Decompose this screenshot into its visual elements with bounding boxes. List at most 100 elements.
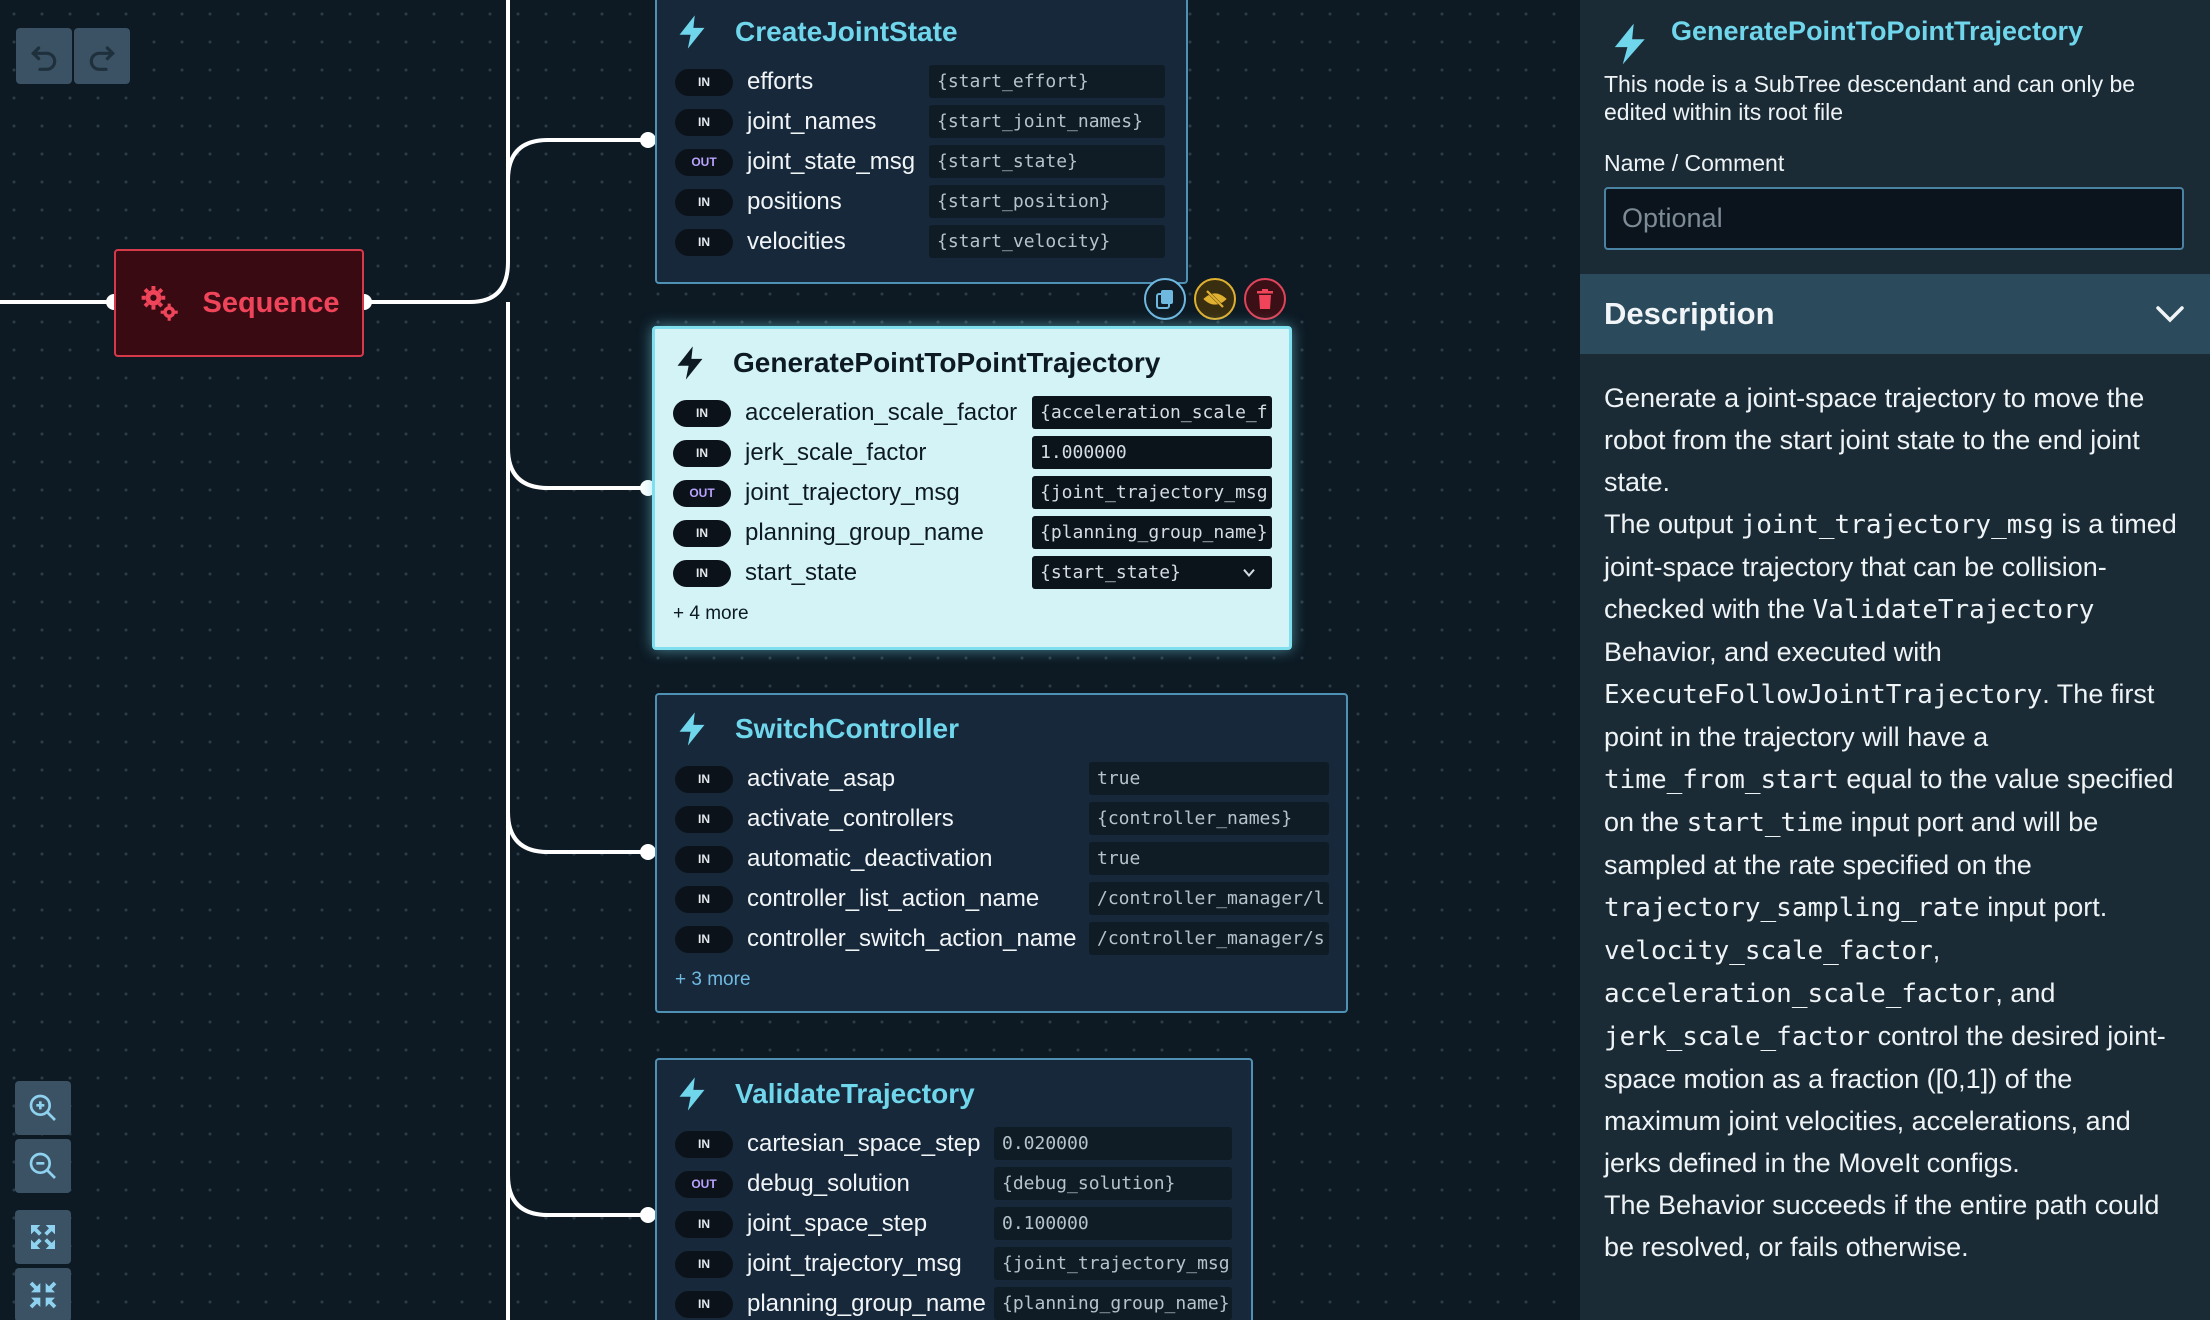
port-value-text: {start_effort} bbox=[937, 71, 1089, 92]
gears-icon bbox=[141, 285, 178, 321]
collapse-view-button[interactable] bbox=[15, 1268, 71, 1320]
port-name: velocities bbox=[747, 228, 846, 255]
port-value-field[interactable]: 0.020000 bbox=[994, 1127, 1232, 1160]
port-value-field[interactable]: {start_joint_names} bbox=[929, 105, 1165, 138]
chevron-down-icon bbox=[2156, 306, 2184, 323]
port-row: IN activate_asap true bbox=[675, 759, 1329, 799]
bolt-icon bbox=[679, 712, 705, 746]
port-value-text: {start_velocity} bbox=[937, 231, 1111, 252]
port-row: OUT joint_state_msg {start_state} bbox=[675, 142, 1168, 182]
port-direction-badge: IN bbox=[675, 885, 733, 913]
node-generate-point-to-point-trajectory[interactable]: GeneratePointToPointTrajectory IN acceler… bbox=[652, 326, 1292, 650]
description-text: input port and will be sampled at the ra… bbox=[1604, 807, 2099, 880]
port-direction-badge: IN bbox=[673, 559, 731, 587]
port-value-field[interactable]: /controller_manager/l bbox=[1089, 882, 1329, 915]
sequence-label: Sequence bbox=[202, 286, 340, 319]
port-value-field[interactable]: {start_velocity} bbox=[929, 225, 1165, 258]
undo-button[interactable] bbox=[16, 28, 72, 84]
port-name: joint_state_msg bbox=[747, 148, 916, 175]
port-value-field[interactable]: {joint_trajectory_msg bbox=[1032, 476, 1272, 509]
port-direction-badge: OUT bbox=[675, 148, 733, 176]
fit-view-button[interactable] bbox=[15, 1210, 71, 1264]
port-name: efforts bbox=[747, 68, 814, 95]
zoom-out-button[interactable] bbox=[15, 1139, 71, 1193]
redo-button[interactable] bbox=[74, 28, 130, 84]
port-value-text: {controller_names} bbox=[1097, 808, 1293, 829]
port-direction-badge: IN bbox=[675, 765, 733, 793]
port-name: activate_controllers bbox=[747, 805, 954, 832]
port-name: planning_group_name bbox=[745, 519, 984, 546]
description-toggle[interactable]: Description bbox=[1580, 274, 2210, 354]
port-value-text: 0.020000 bbox=[1002, 1133, 1089, 1154]
collapse-icon bbox=[29, 1281, 57, 1309]
name-comment-input[interactable] bbox=[1604, 187, 2184, 250]
port-value-text: /controller_manager/s bbox=[1097, 928, 1325, 949]
port-name: acceleration_scale_factor bbox=[745, 399, 1018, 426]
more-ports-link[interactable]: + 4 more bbox=[673, 603, 749, 624]
node-create-joint-state[interactable]: CreateJointState IN efforts {start_effort}… bbox=[655, 0, 1188, 284]
node-title: ValidateTrajectory bbox=[735, 1078, 975, 1109]
port-value-field[interactable]: {start_state} bbox=[929, 145, 1165, 178]
port-value-field[interactable]: 0.100000 bbox=[994, 1207, 1232, 1240]
port-value-field[interactable]: {planning_group_name} bbox=[1032, 516, 1272, 549]
subtree-note: This node is a SubTree descendant and ca… bbox=[1604, 71, 2136, 125]
port-value-field[interactable]: {acceleration_scale_f bbox=[1032, 396, 1272, 429]
node-title: CreateJointState bbox=[735, 16, 958, 47]
port-row: IN efforts {start_effort} bbox=[675, 62, 1168, 102]
duplicate-button[interactable] bbox=[1144, 278, 1186, 320]
undo-icon bbox=[31, 46, 57, 71]
inline-code: ExecuteFollowJointTrajectory bbox=[1604, 680, 2043, 710]
port-direction-badge: IN bbox=[673, 399, 731, 427]
disable-button[interactable] bbox=[1194, 278, 1236, 320]
description-text: Generate a joint-space trajectory to mov… bbox=[1604, 383, 2145, 497]
more-ports-link[interactable]: + 3 more bbox=[675, 969, 751, 990]
port-value-field[interactable]: true bbox=[1089, 762, 1329, 795]
port-value-text: {start_state} bbox=[1040, 562, 1181, 583]
port-value-field[interactable]: {debug_solution} bbox=[994, 1167, 1232, 1200]
port-direction-badge: IN bbox=[675, 228, 733, 256]
port-value-text: 0.100000 bbox=[1002, 1213, 1089, 1234]
port-value-text: {acceleration_scale_f bbox=[1040, 402, 1268, 423]
description-text: equal to the value specified on the bbox=[1604, 764, 2174, 837]
port-value-text: {joint_trajectory_msg bbox=[1002, 1253, 1230, 1274]
fit-view-icon bbox=[31, 1225, 55, 1249]
port-name: activate_asap bbox=[747, 765, 896, 792]
port-value-field[interactable]: {planning_group_name} bbox=[994, 1287, 1232, 1320]
port-direction-badge: IN bbox=[675, 68, 733, 96]
port-value-field[interactable]: 1.000000 bbox=[1032, 436, 1272, 469]
port-value-text: {planning_group_name} bbox=[1002, 1293, 1230, 1314]
port-value-field[interactable]: {start_position} bbox=[929, 185, 1165, 218]
inline-code: joint_trajectory_msg bbox=[1740, 510, 2054, 540]
port-value-dropdown[interactable]: {start_state} bbox=[1032, 556, 1272, 589]
port-name: automatic_deactivation bbox=[747, 845, 993, 872]
sequence-node[interactable]: Sequence bbox=[114, 249, 364, 357]
description-text: The output bbox=[1604, 509, 1741, 539]
port-direction-badge: IN bbox=[675, 1130, 733, 1158]
port-row: IN velocities {start_velocity} bbox=[675, 222, 1168, 262]
zoom-in-button[interactable] bbox=[15, 1081, 71, 1135]
port-direction-badge: OUT bbox=[675, 1170, 733, 1198]
delete-button[interactable] bbox=[1244, 278, 1286, 320]
port-value-field[interactable]: {controller_names} bbox=[1089, 802, 1329, 835]
port-direction-badge: IN bbox=[675, 108, 733, 136]
port-direction-badge: IN bbox=[675, 925, 733, 953]
description-heading: Description bbox=[1604, 296, 1775, 331]
inline-code: start_time bbox=[1686, 808, 1844, 838]
port-value-field[interactable]: true bbox=[1089, 842, 1329, 875]
port-direction-badge: IN bbox=[675, 1290, 733, 1318]
port-value-field[interactable]: {joint_trajectory_msg bbox=[994, 1247, 1232, 1280]
description-text: , bbox=[1932, 935, 1941, 965]
port-value-field[interactable]: {start_effort} bbox=[929, 65, 1165, 98]
port-value-field[interactable]: /controller_manager/s bbox=[1089, 922, 1329, 955]
node-title: GeneratePointToPointTrajectory bbox=[733, 347, 1161, 378]
inline-code: ValidateTrajectory bbox=[1812, 595, 2095, 625]
